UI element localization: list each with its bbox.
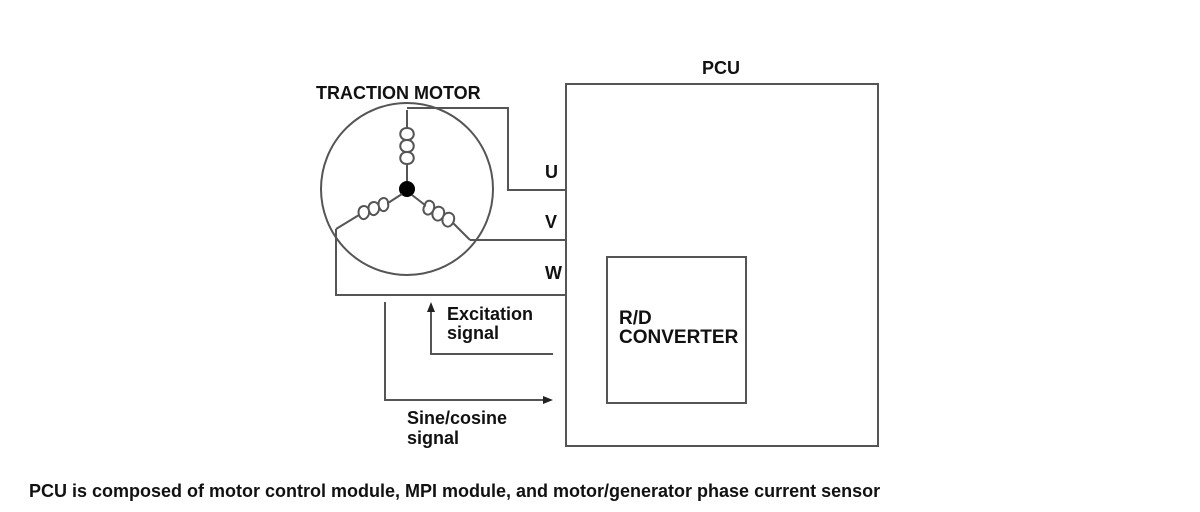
sine-cosine-arrowhead <box>543 396 553 404</box>
pcu-title: PCU <box>702 58 740 78</box>
phase-v-label: V <box>545 212 557 232</box>
winding-u-coil <box>399 110 415 181</box>
sine-cosine-label-line2: signal <box>407 428 459 448</box>
phase-w-label: W <box>545 263 562 283</box>
sine-cosine-line <box>384 302 545 401</box>
traction-motor <box>320 102 494 276</box>
sine-cosine-label-line1: Sine/cosine <box>407 408 507 428</box>
excitation-line <box>430 310 553 355</box>
phase-u-label: U <box>545 162 558 182</box>
motor-neutral-point <box>399 181 415 197</box>
excitation-signal-line <box>427 302 553 355</box>
rd-converter-label-line2: CONVERTER <box>619 327 739 348</box>
pcu-box <box>565 83 879 447</box>
wire-u <box>407 107 566 191</box>
motor-title: TRACTION MOTOR <box>316 83 481 103</box>
excitation-arrowhead <box>427 302 435 312</box>
excitation-label-line1: Excitation <box>447 304 533 324</box>
excitation-label-line2: signal <box>447 323 499 343</box>
motor-circle <box>320 102 494 276</box>
rd-converter-label-line1: R/D <box>619 308 652 329</box>
wire-w <box>335 229 566 296</box>
winding-w-coil <box>335 193 403 230</box>
phase-wires <box>335 107 566 296</box>
winding-v-coil <box>411 194 471 241</box>
rd-converter-box <box>606 256 747 404</box>
sine-cosine-signal-line <box>384 302 553 404</box>
diagram-caption: PCU is composed of motor control module,… <box>29 481 880 501</box>
